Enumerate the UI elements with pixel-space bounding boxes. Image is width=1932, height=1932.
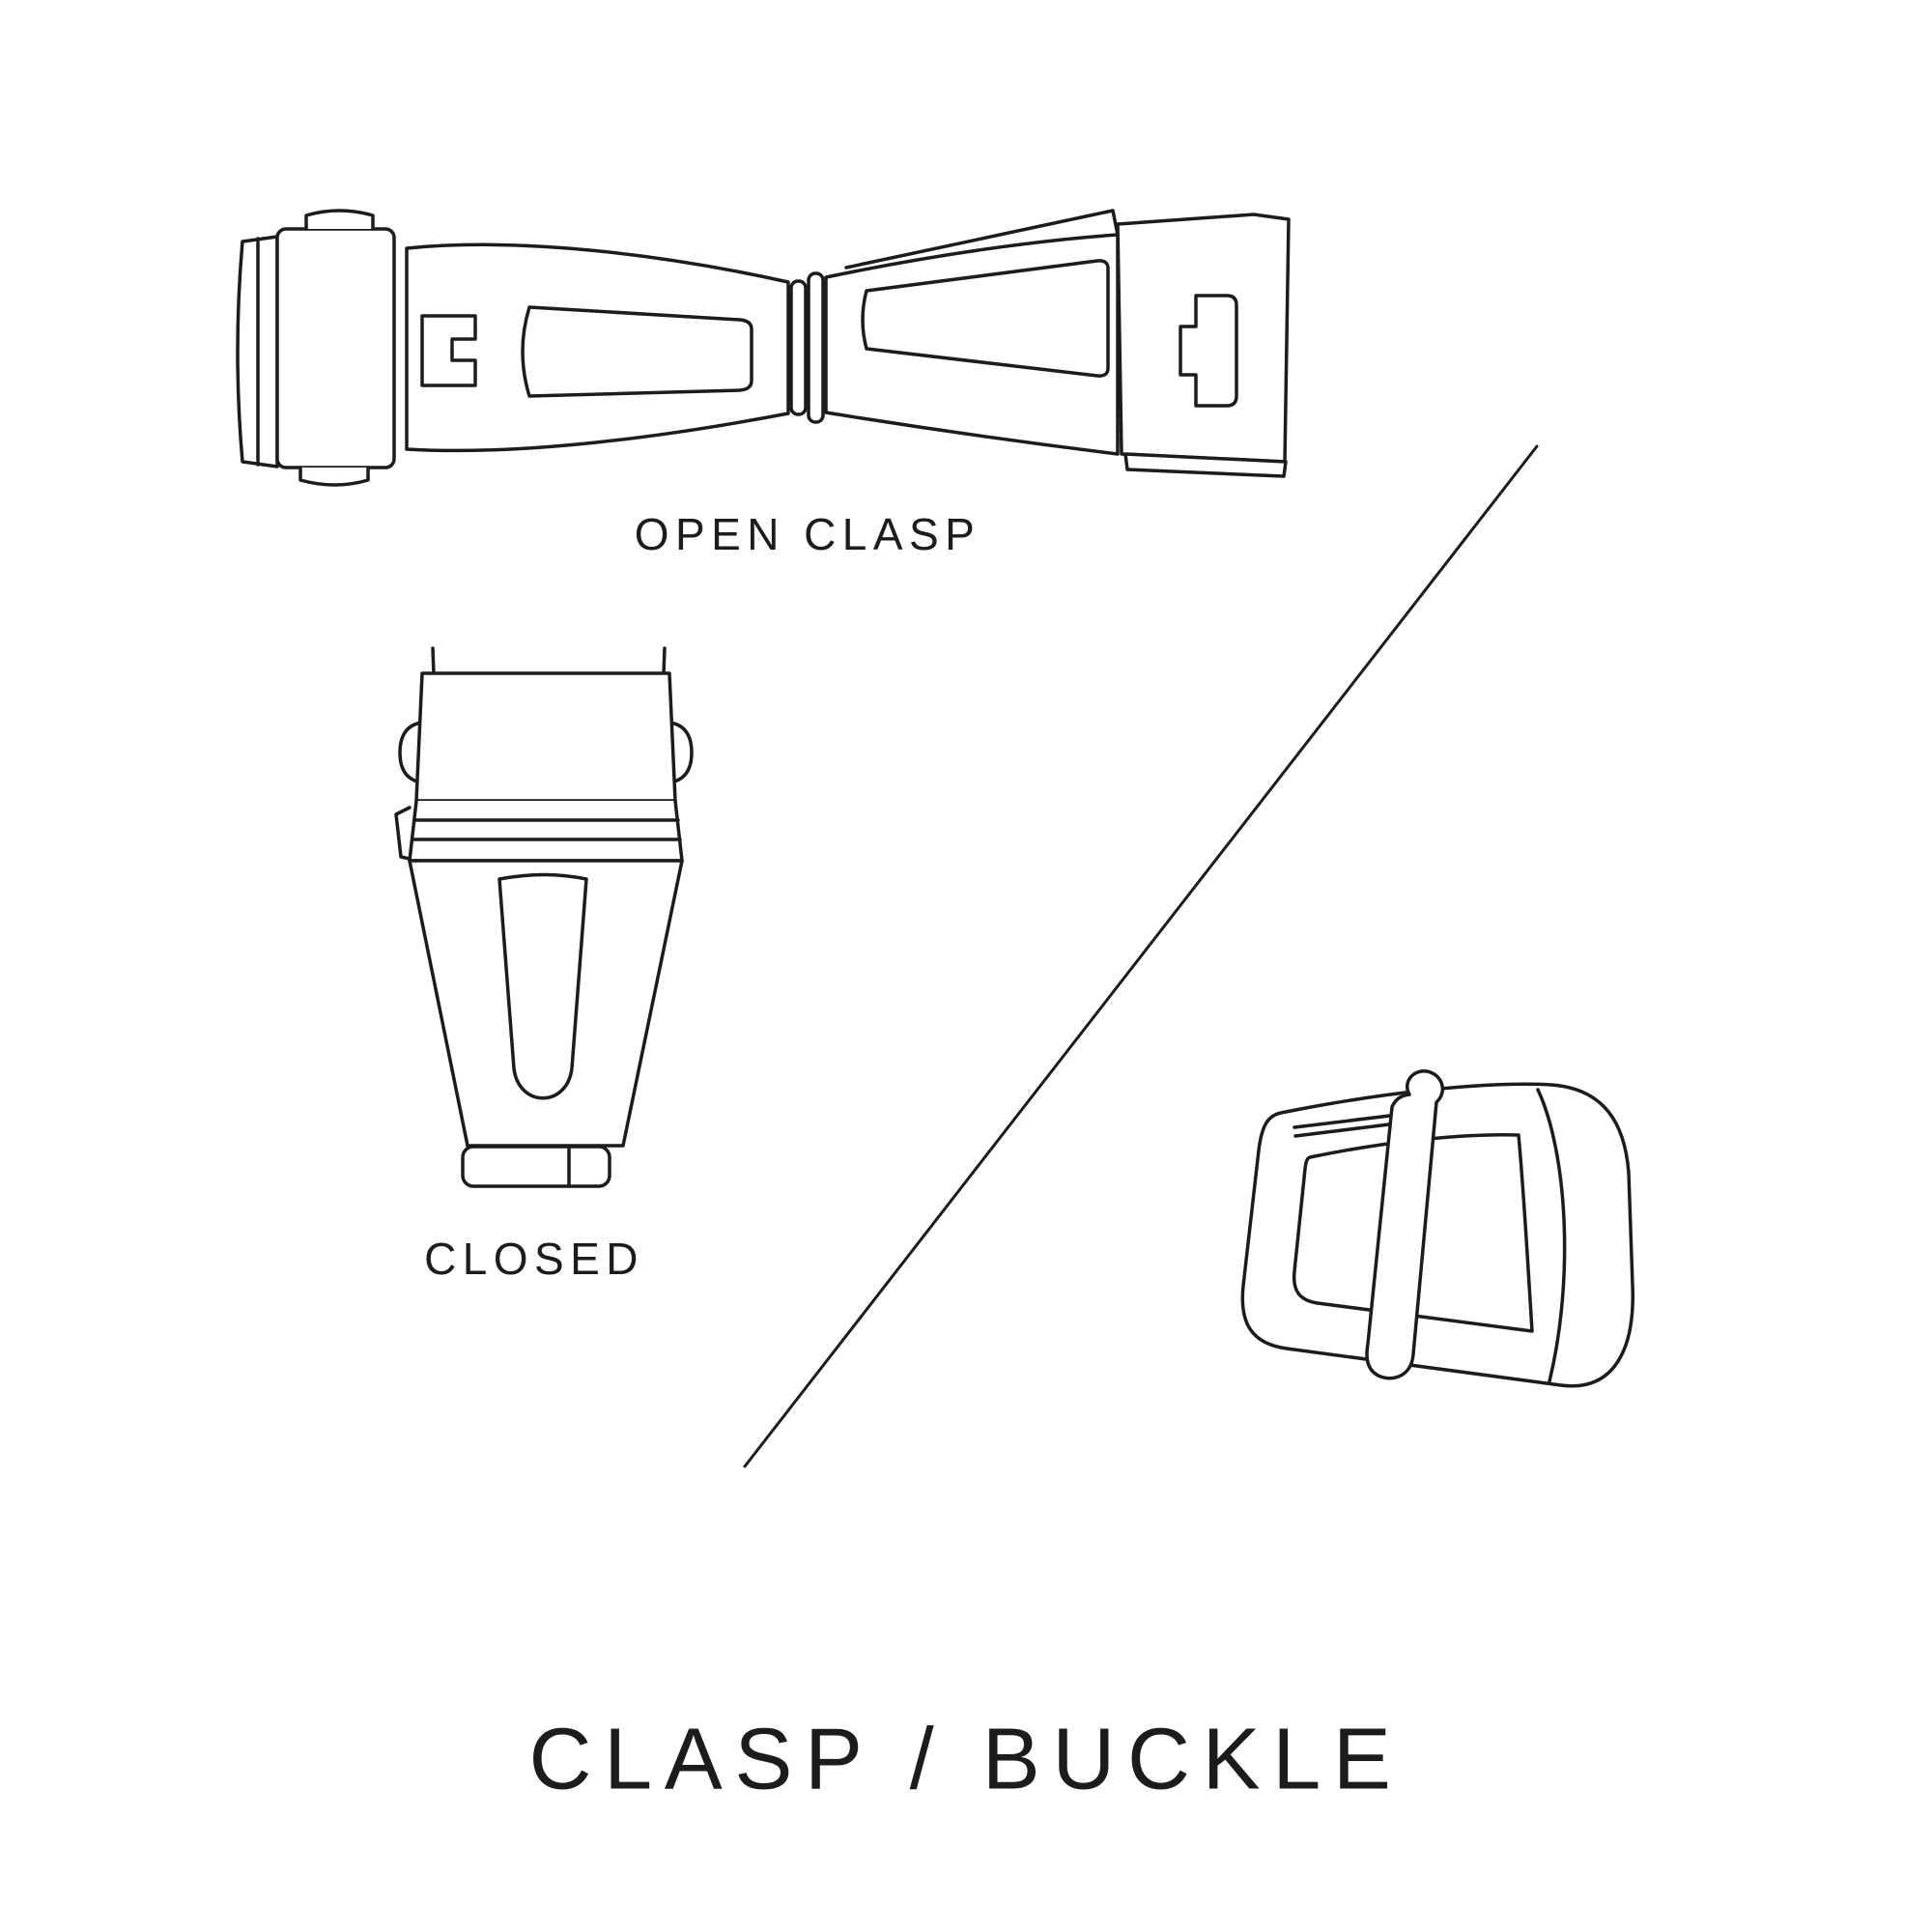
diagonal-divider [743, 444, 1539, 1468]
page-title: CLASP / BUCKLE [528, 1711, 1404, 1808]
open-clasp-illustration [236, 209, 1291, 487]
tang-buckle-illustration [1240, 1069, 1634, 1388]
closed-clasp-illustration [394, 646, 694, 1188]
closed-clasp-label: CLOSED [424, 1234, 644, 1284]
open-clasp-label: OPEN CLASP [634, 509, 981, 559]
